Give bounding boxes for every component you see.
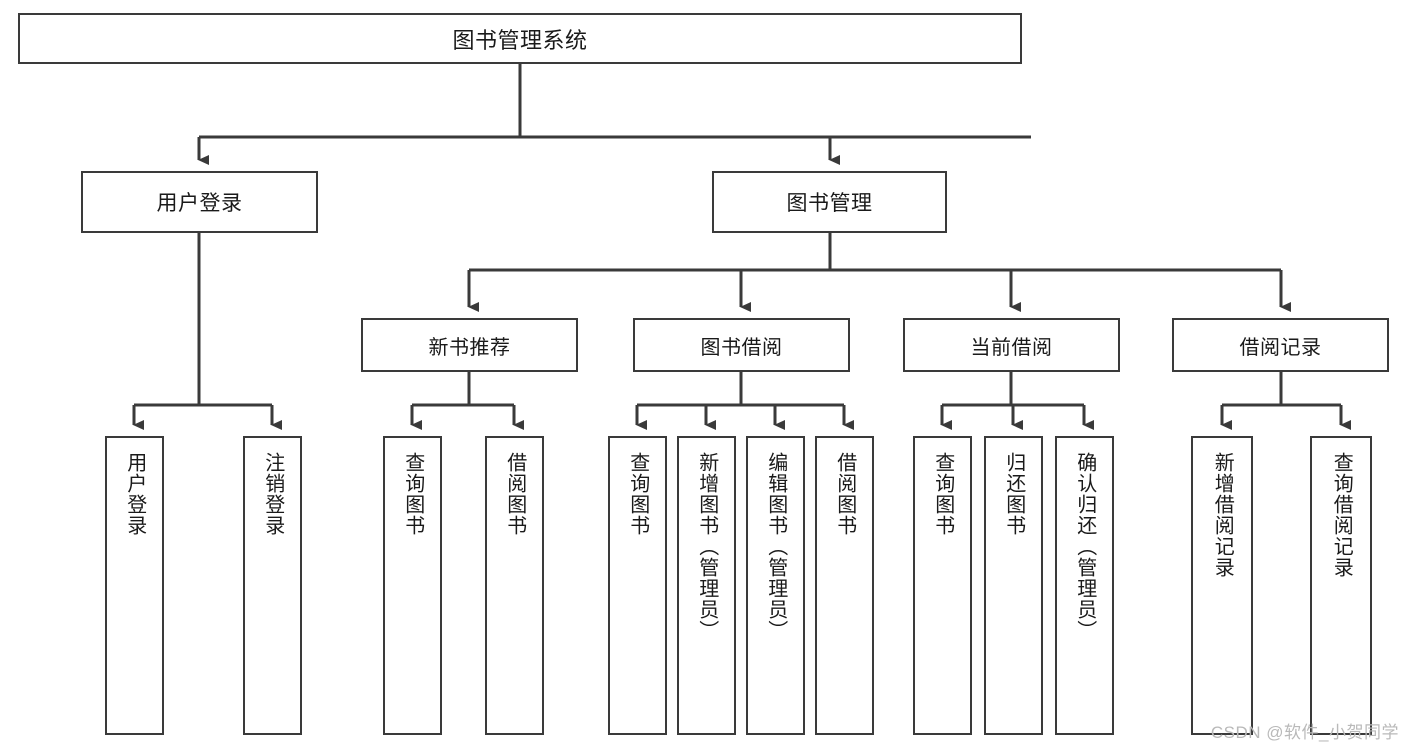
node-label: 归还图书: [1002, 452, 1025, 536]
node-leaf-logout[interactable]: 注销登录: [243, 436, 302, 735]
node-label: 用户登录: [123, 452, 146, 536]
node-current-borrow[interactable]: 当前借阅: [903, 318, 1120, 372]
node-leaf-add-borrow-record[interactable]: 新增借阅记录: [1191, 436, 1253, 735]
node-leaf-user-login[interactable]: 用户登录: [105, 436, 164, 735]
node-leaf-query-book-borrow[interactable]: 查询图书: [608, 436, 667, 735]
node-label: 当前借阅: [970, 336, 1053, 359]
node-leaf-borrow-book[interactable]: 借阅图书: [815, 436, 874, 735]
node-label: 新增借阅记录: [1211, 452, 1234, 578]
node-new-book-recommend[interactable]: 新书推荐: [361, 318, 578, 372]
node-label: 编辑图书（管理员）: [764, 452, 787, 641]
csdn-watermark: CSDN @软件_小贺同学: [1210, 723, 1399, 742]
node-label: 借阅记录: [1239, 336, 1322, 359]
node-label: 用户登录: [156, 192, 243, 215]
node-user-login[interactable]: 用户登录: [81, 171, 318, 233]
node-label: 借阅图书: [833, 452, 856, 536]
node-label: 图书借阅: [700, 336, 783, 359]
node-label: 新书推荐: [428, 336, 511, 359]
node-leaf-query-book-recommend[interactable]: 查询图书: [383, 436, 442, 735]
node-label: 查询借阅记录: [1330, 452, 1353, 578]
node-book-manage[interactable]: 图书管理: [712, 171, 947, 233]
node-label: 图书管理系统: [452, 27, 588, 53]
node-label: 查询图书: [626, 452, 649, 536]
node-root-system[interactable]: 图书管理系统: [18, 13, 1022, 64]
node-borrow-record[interactable]: 借阅记录: [1172, 318, 1389, 372]
node-book-borrow[interactable]: 图书借阅: [633, 318, 850, 372]
node-leaf-borrow-book-recommend[interactable]: 借阅图书: [485, 436, 544, 735]
node-label: 图书管理: [786, 192, 873, 215]
node-label: 注销登录: [261, 452, 284, 536]
node-label: 借阅图书: [503, 452, 526, 536]
node-label: 查询图书: [401, 452, 424, 536]
node-label: 确认归还（管理员）: [1073, 452, 1096, 641]
node-leaf-add-book[interactable]: 新增图书（管理员）: [677, 436, 736, 735]
node-leaf-confirm-return[interactable]: 确认归还（管理员）: [1055, 436, 1114, 735]
node-label: 新增图书（管理员）: [695, 452, 718, 641]
node-leaf-query-borrow-record[interactable]: 查询借阅记录: [1310, 436, 1372, 735]
node-leaf-edit-book[interactable]: 编辑图书（管理员）: [746, 436, 805, 735]
node-label: 查询图书: [931, 452, 954, 536]
node-leaf-return-book[interactable]: 归还图书: [984, 436, 1043, 735]
node-leaf-query-book-current[interactable]: 查询图书: [913, 436, 972, 735]
